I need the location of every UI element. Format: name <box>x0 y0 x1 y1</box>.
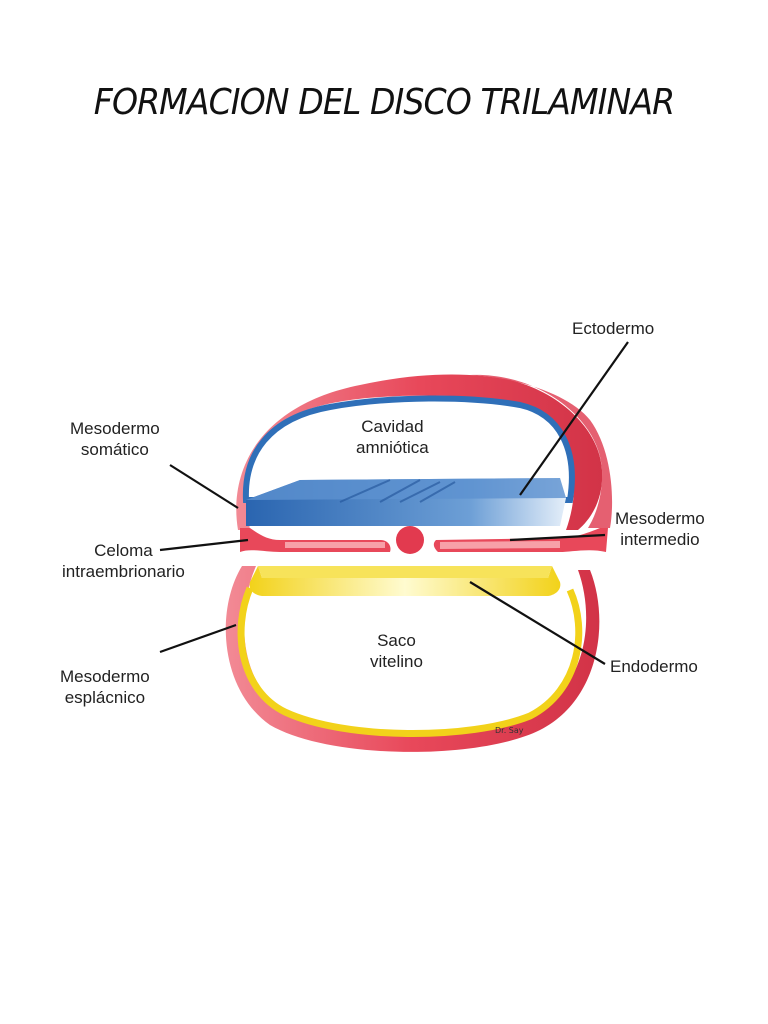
label-mesodermo-esplacnico-line2: esplácnico <box>64 688 146 707</box>
label-mesodermo-esplacnico: Mesodermo esplácnico <box>60 666 150 708</box>
label-mesodermo-intermedio: Mesodermo intermedio <box>615 508 705 550</box>
label-saco-vitelino-line2: vitelino <box>370 652 423 671</box>
signature-mark: Dr. Say <box>495 726 524 735</box>
ectoderm-plate <box>246 478 566 526</box>
label-mesodermo-somatico-line1: Mesodermo <box>70 419 160 438</box>
leader-ectodermo <box>519 341 629 496</box>
leader-mesodermo-somatico <box>169 464 239 509</box>
leader-mesodermo-esplacnico <box>159 623 237 654</box>
label-celoma-line1: Celoma <box>94 541 153 560</box>
label-cavidad-amniotica-line2: amniótica <box>356 438 429 457</box>
label-mesodermo-intermedio-line1: Mesodermo <box>615 509 705 528</box>
label-celoma: Celoma intraembrionario <box>62 540 185 582</box>
leader-endodermo <box>469 581 606 665</box>
label-mesodermo-somatico-line2: somático <box>80 440 149 459</box>
page-title: FORMACION DEL DISCO TRILAMINAR <box>93 82 675 123</box>
label-celoma-line2: intraembrionario <box>62 562 185 581</box>
label-cavidad-amniotica: Cavidad amniótica <box>356 416 429 458</box>
amnion-shape <box>242 395 575 503</box>
label-cavidad-amniotica-line1: Cavidad <box>361 417 424 436</box>
leader-mesodermo-intermedio <box>509 533 606 542</box>
leader-celoma <box>159 538 249 552</box>
label-ectodermo: Ectodermo <box>572 319 655 338</box>
notochord-shape <box>396 526 424 554</box>
label-mesodermo-somatico: Mesodermo somático <box>70 418 160 460</box>
leader-lines <box>159 341 629 665</box>
label-saco-vitelino: Saco vitelino <box>370 630 423 672</box>
label-mesodermo-esplacnico-line1: Mesodermo <box>60 667 150 686</box>
label-endodermo: Endodermo <box>610 657 698 676</box>
label-saco-vitelino-line1: Saco <box>377 631 416 650</box>
label-mesodermo-intermedio-line2: intermedio <box>620 530 700 549</box>
